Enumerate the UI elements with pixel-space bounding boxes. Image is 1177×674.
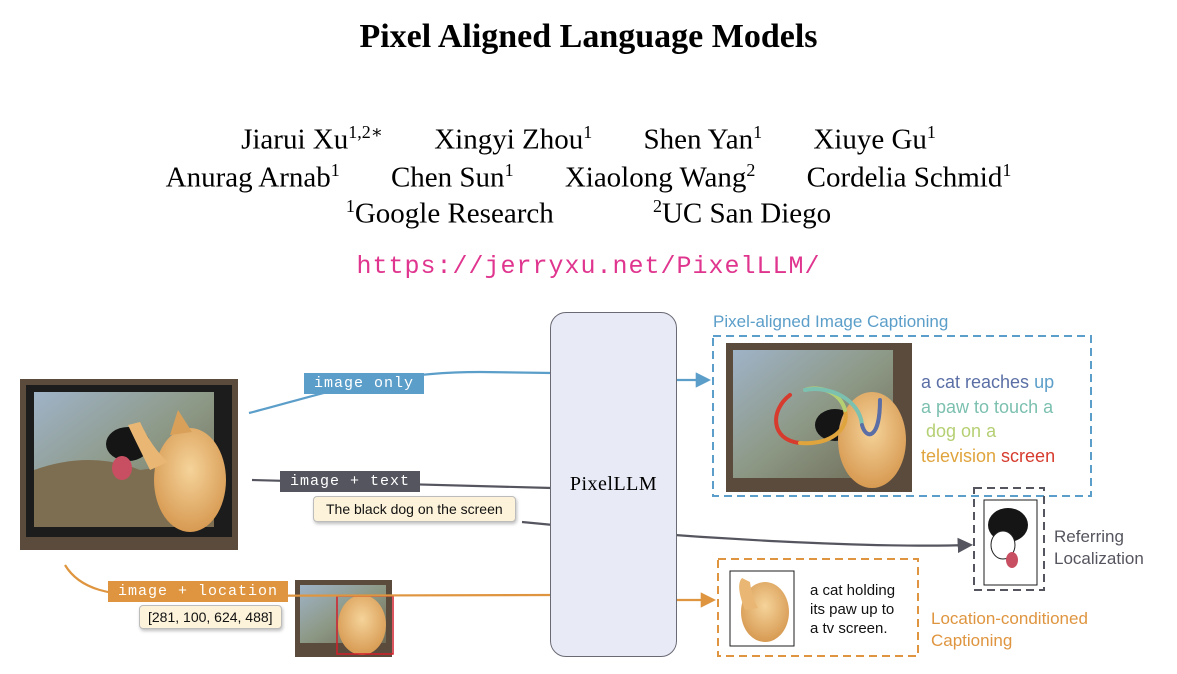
query-box-coords: [281, 100, 624, 488] bbox=[139, 605, 282, 629]
author: Xiaolong Wang2 bbox=[564, 160, 756, 194]
caption-word: up bbox=[1034, 372, 1055, 392]
caption-word: screen bbox=[1001, 445, 1056, 466]
caption-word: television bbox=[921, 445, 1002, 466]
location-caption: a cat holding its paw up to a tv screen. bbox=[810, 582, 896, 637]
project-url-link[interactable]: https://jerryxu.net/PixelLLM/ bbox=[356, 252, 821, 281]
author: Jiarui Xu1,2∗ bbox=[241, 122, 383, 156]
pixel-aligned-caption: a cat reaches up a paw to touch a dog on… bbox=[921, 370, 1055, 468]
query-text-box: The black dog on the screen bbox=[313, 496, 516, 522]
image-only-tag: image only bbox=[304, 373, 425, 394]
location-captioning-title: Location-conditioned Captioning bbox=[931, 609, 1088, 650]
caption-word: dog on a bbox=[926, 421, 997, 441]
location-output-photo bbox=[729, 570, 795, 647]
caption-word: a cat reaches bbox=[921, 372, 1035, 392]
captioning-title: Pixel-aligned Image Captioning bbox=[713, 312, 949, 331]
pixelllm-model-block: PixelLLM bbox=[550, 312, 677, 657]
location-input-photo bbox=[295, 580, 394, 657]
author: Shen Yan1 bbox=[643, 122, 763, 156]
author: Xiuye Gu1 bbox=[813, 122, 936, 156]
model-label: PixelLLM bbox=[569, 473, 658, 495]
author: Xingyi Zhou1 bbox=[434, 122, 593, 156]
image-location-tag: image + location bbox=[108, 581, 289, 602]
captioning-output-box bbox=[712, 335, 1092, 497]
author: Chen Sun1 bbox=[390, 160, 514, 194]
affiliation: 1Google Research bbox=[345, 196, 554, 230]
author-row-1: Jiarui Xu1,2∗ Xingyi Zhou1 Shen Yan1 Xiu… bbox=[0, 122, 1177, 157]
referring-output-box bbox=[973, 487, 1045, 591]
captioning-output-photo bbox=[726, 343, 912, 492]
paper-title: Pixel Aligned Language Models bbox=[359, 18, 818, 55]
affiliation: 2UC San Diego bbox=[652, 196, 832, 230]
caption-word: a paw to touch a bbox=[921, 396, 1054, 417]
author-row-2: Anurag Arnab1 Chen Sun1 Xiaolong Wang2 C… bbox=[0, 160, 1177, 195]
author: Cordelia Schmid1 bbox=[806, 160, 1012, 194]
referring-output-photo bbox=[983, 499, 1038, 586]
input-photo bbox=[20, 379, 238, 550]
author: Anurag Arnab1 bbox=[165, 160, 340, 194]
referring-title: Referring Localization bbox=[1054, 527, 1144, 568]
location-output-box bbox=[717, 558, 919, 657]
image-text-tag: image + text bbox=[280, 471, 421, 492]
caption-trace bbox=[774, 386, 882, 446]
affiliation-row: 1Google Research 2UC San Diego bbox=[0, 196, 1177, 231]
